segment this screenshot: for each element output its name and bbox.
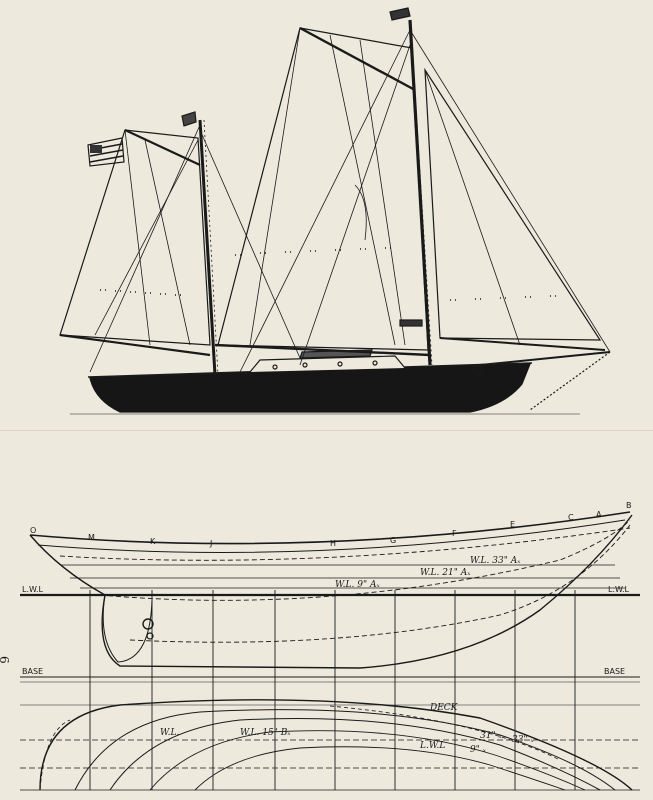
mast-fitting bbox=[399, 319, 423, 327]
hull bbox=[89, 363, 531, 413]
halfbreadth-label: 33" ₓ bbox=[512, 735, 534, 745]
bobstay bbox=[529, 351, 611, 411]
mizzen-mast bbox=[198, 119, 217, 376]
waterline-label: W.L. 9" Aₓ bbox=[335, 580, 380, 590]
base-label-left: BASE bbox=[22, 667, 43, 676]
station-letter: B bbox=[626, 501, 632, 510]
main-sail bbox=[217, 27, 429, 351]
mizzen-boom bbox=[59, 333, 211, 357]
waterline-label: W.L. 33" Aₓ bbox=[470, 556, 521, 566]
jib-boom bbox=[439, 337, 606, 351]
station-letter: K bbox=[150, 537, 156, 546]
porthole bbox=[337, 361, 343, 367]
mizzen-pennant bbox=[181, 111, 197, 127]
halfbreadth-label: W.L. bbox=[160, 728, 180, 738]
page-number: 6 bbox=[0, 656, 11, 664]
deck-line bbox=[39, 699, 633, 791]
sheer-line bbox=[29, 511, 631, 545]
station-letter: G bbox=[390, 536, 396, 545]
station-letter: A bbox=[596, 510, 602, 519]
porthole bbox=[272, 364, 278, 370]
backstay bbox=[239, 29, 411, 373]
sail-plan-illustration bbox=[59, 7, 611, 415]
porthole bbox=[372, 360, 378, 366]
mizzen-sail bbox=[59, 129, 211, 346]
halfbreadth-label: 31" ₓ bbox=[480, 731, 502, 741]
main-gaff bbox=[299, 26, 416, 92]
forestay bbox=[409, 29, 611, 353]
section-divider bbox=[0, 430, 653, 431]
station-letter-labels: O M K J H G F E C A B bbox=[30, 501, 632, 548]
lwl-label-right: L.W.L bbox=[608, 585, 630, 594]
station-lines bbox=[89, 590, 576, 790]
halfbreadth-label: DECK bbox=[429, 703, 459, 713]
station-letter: J bbox=[209, 539, 212, 548]
lwl-label-left: L.W.L bbox=[22, 585, 44, 594]
station-letter: E bbox=[510, 520, 515, 529]
waterline-label: W.L. 21" Aₓ bbox=[420, 568, 471, 578]
anchor-winch bbox=[473, 365, 483, 375]
bowsprit bbox=[469, 351, 611, 367]
mizzen-gaff bbox=[124, 129, 201, 166]
main-boom bbox=[214, 343, 431, 357]
profile-keel bbox=[29, 514, 633, 669]
jib-sail bbox=[424, 67, 602, 341]
base-label-right: BASE bbox=[604, 667, 625, 676]
station-letter: F bbox=[452, 529, 457, 538]
porthole bbox=[302, 362, 308, 368]
station-letter: M bbox=[88, 533, 95, 542]
main-pennant bbox=[389, 7, 411, 21]
station-letter: C bbox=[568, 513, 574, 522]
cabin-house bbox=[249, 355, 406, 373]
halfbreadth-label: 9" ₓ bbox=[470, 745, 487, 755]
halfbreadth-label: W.L. 15" Bₓ bbox=[240, 728, 291, 738]
station-letter: O bbox=[30, 526, 36, 535]
lines-plan-drawing: 6 bbox=[0, 501, 640, 791]
station-letter: H bbox=[330, 539, 336, 548]
halfbreadth-label: L.W.L bbox=[419, 741, 445, 751]
